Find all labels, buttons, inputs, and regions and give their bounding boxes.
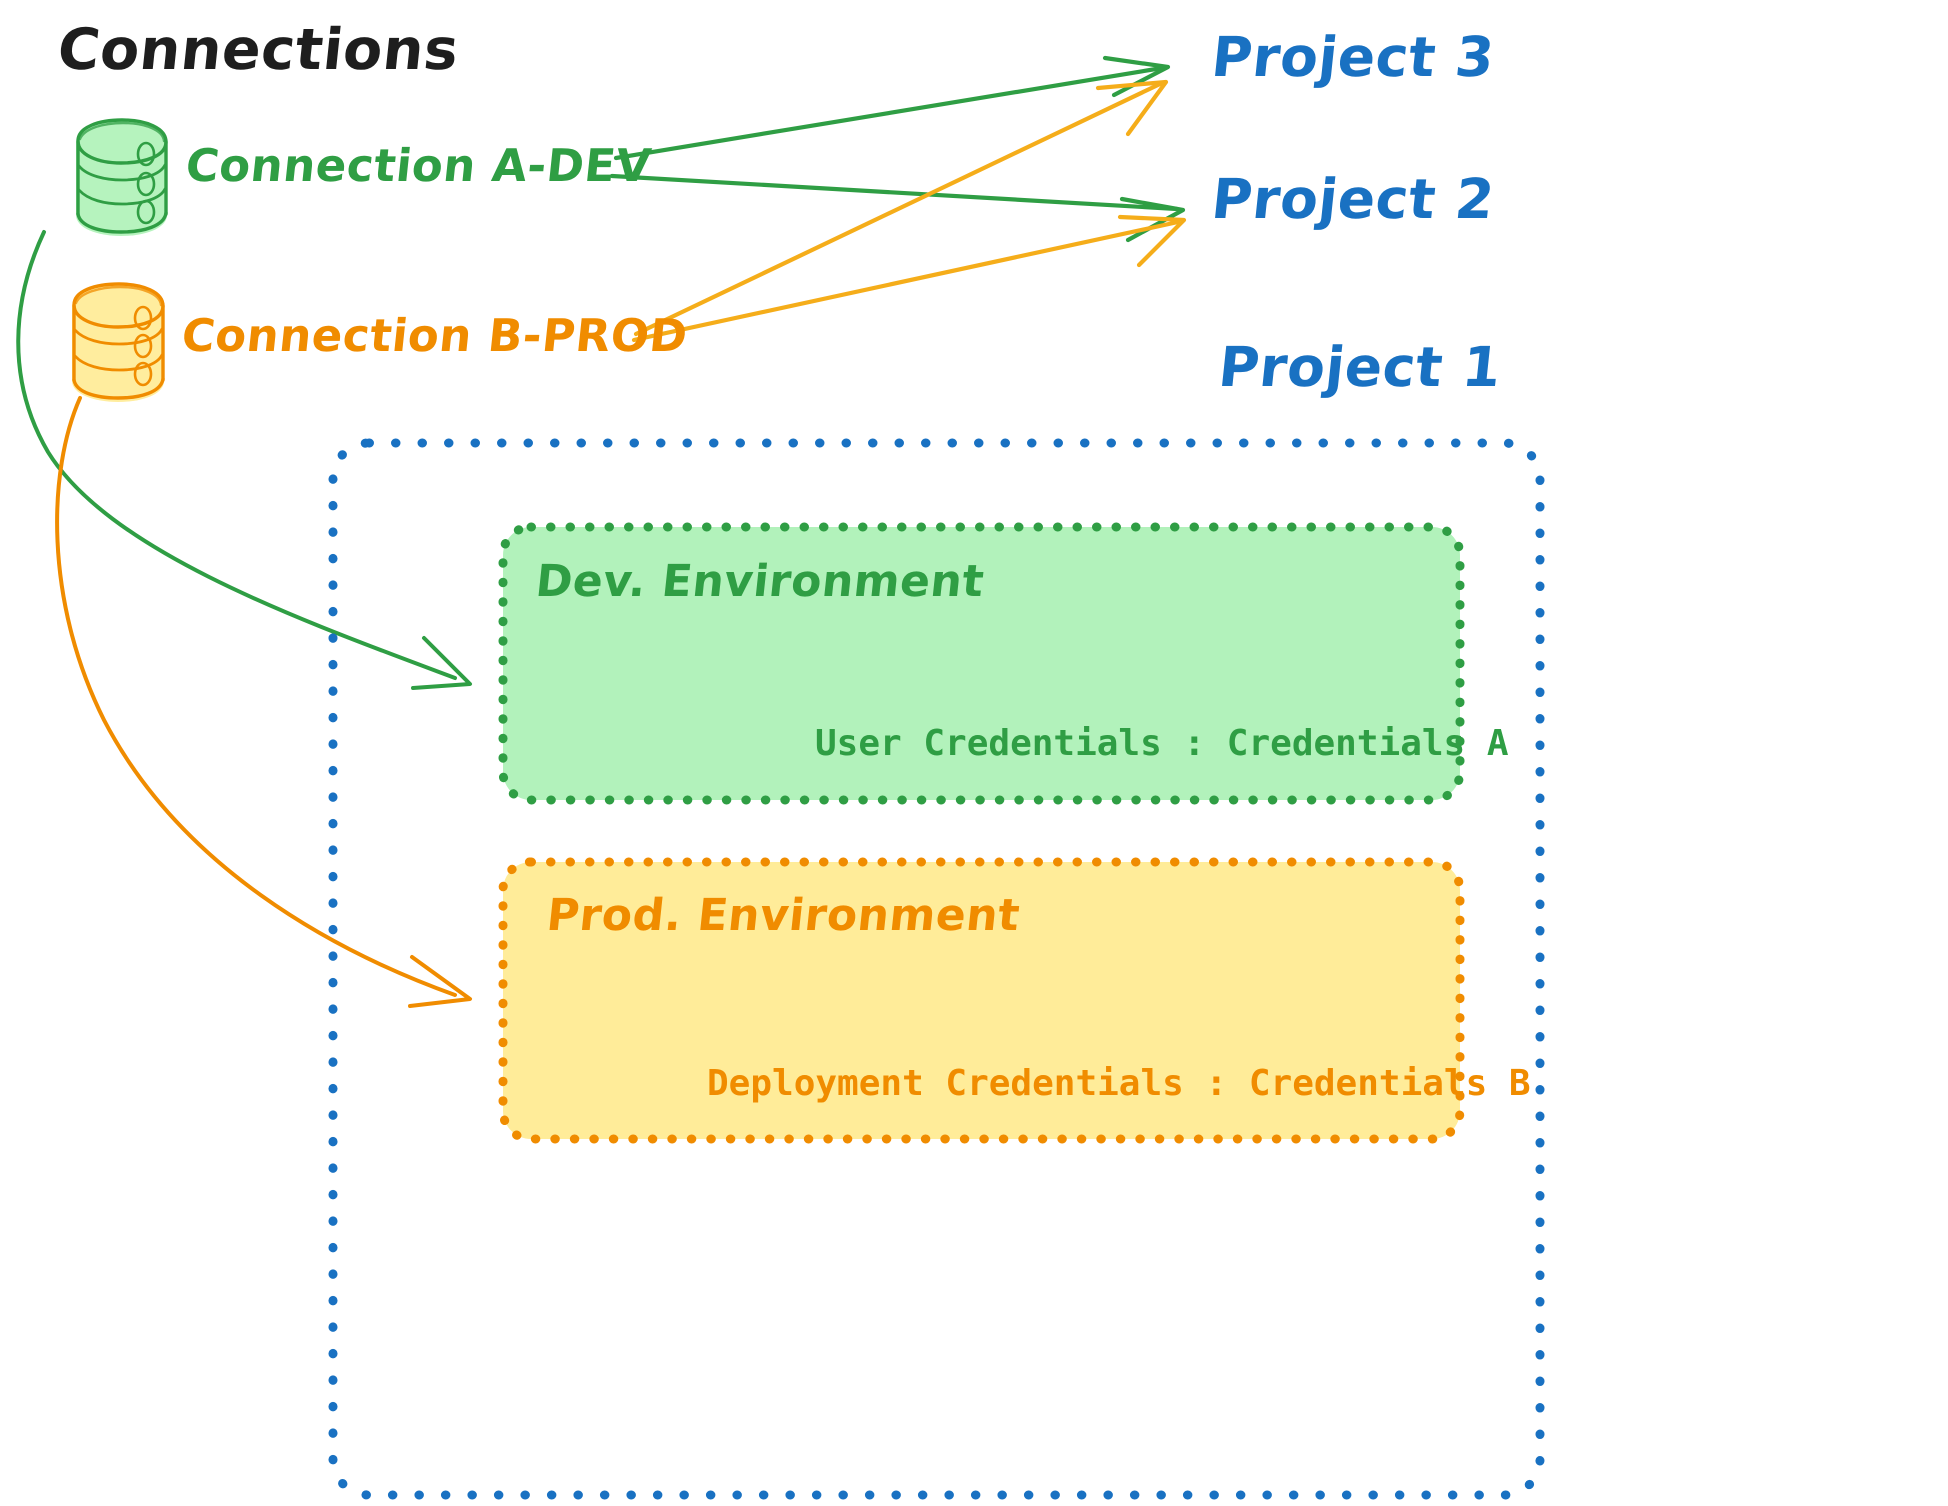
prod-environment-credentials: Deployment Credentials : Credentials B: [707, 1063, 1531, 1104]
project-1-label[interactable]: Project 1: [1215, 335, 1505, 399]
arrow-bprod-to-project2: [631, 214, 1187, 343]
dev-environment-box: [498, 522, 1465, 805]
prod-environment-box: [498, 857, 1465, 1144]
database-cylinder-icon-orange[interactable]: [72, 282, 165, 402]
dev-environment-credentials: User Credentials : Credentials A: [815, 723, 1509, 764]
connection-a-dev-label[interactable]: Connection A-DEV: [183, 139, 654, 192]
arrow-bprod-to-project3: [633, 79, 1169, 337]
dev-environment-title: Dev. Environment: [533, 556, 987, 607]
arrow-bprod-to-prod-environment: [55, 396, 472, 1008]
page-title: Connections: [54, 17, 463, 83]
arrow-adev-to-project3: [613, 55, 1171, 161]
connection-b-prod-label[interactable]: Connection B-PROD: [179, 309, 691, 362]
arrow-adev-to-dev-environment: [16, 230, 472, 690]
project-3-label[interactable]: Project 3: [1208, 25, 1498, 89]
database-cylinder-icon-green[interactable]: [76, 118, 168, 236]
project-2-label[interactable]: Project 2: [1208, 167, 1498, 231]
prod-environment-title: Prod. Environment: [544, 890, 1023, 941]
